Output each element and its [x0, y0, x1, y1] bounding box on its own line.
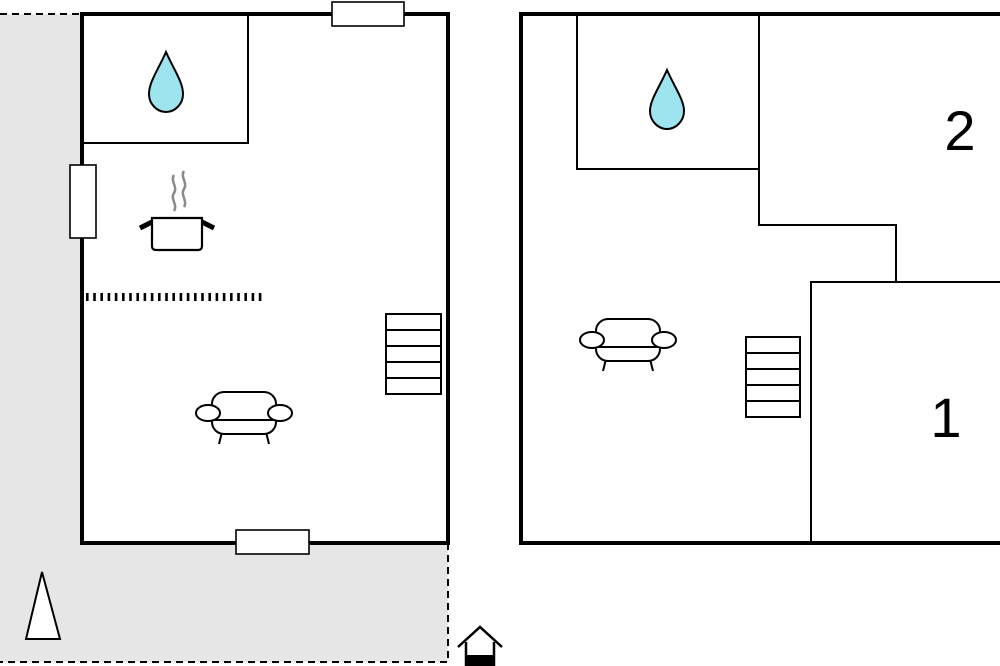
bedroom-1-wall	[810, 281, 1000, 543]
sofa-icon	[195, 391, 293, 445]
compass-north-icon	[24, 571, 62, 640]
ground-floor-plan	[69, 1, 450, 555]
staircase-icon	[385, 313, 442, 395]
cooking-pot-icon	[138, 170, 216, 252]
sofa-icon	[579, 318, 677, 372]
house-entrance-icon	[457, 625, 503, 666]
bedroom-2-label: 2	[944, 99, 975, 162]
window-left	[69, 164, 97, 239]
bedroom-2-wall	[758, 14, 897, 282]
water-drop-icon	[147, 49, 185, 114]
window-bottom	[235, 529, 310, 555]
upper-floor-walls	[519, 12, 1000, 545]
water-drop-icon	[648, 67, 686, 131]
bathroom-wall	[82, 14, 249, 144]
window-top	[331, 1, 405, 27]
upper-floor-plan: 2 1	[519, 12, 1000, 545]
bedroom-1-label: 1	[930, 386, 961, 449]
bathroom-wall-upper	[576, 14, 759, 170]
staircase-icon	[745, 336, 801, 418]
